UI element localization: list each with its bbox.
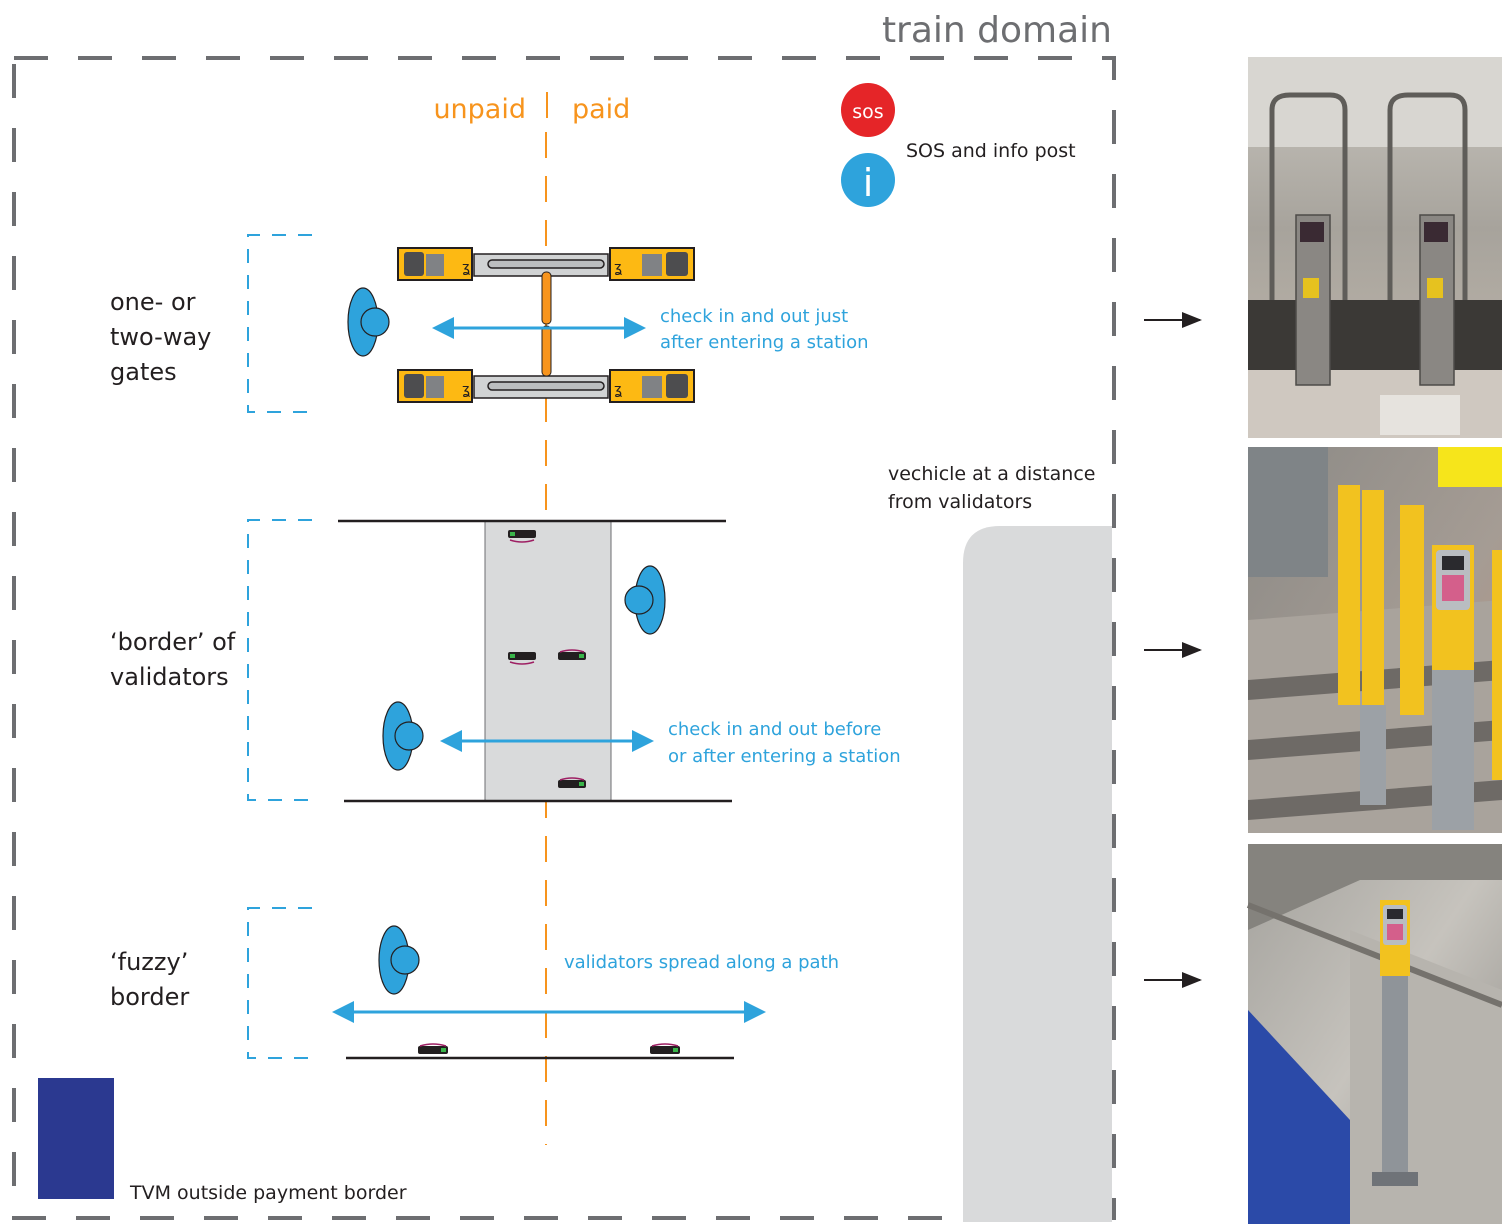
validator-icon-1	[508, 530, 536, 543]
validator-icon-4	[558, 777, 586, 788]
person-icon-fuzzy	[378, 925, 420, 995]
person-icon-paid-side	[624, 565, 666, 635]
sos-icon-text: SOS	[852, 101, 883, 123]
unpaid-label: unpaid	[433, 94, 526, 125]
gates-caption-line-2: after entering a station	[660, 332, 869, 353]
tvm-label: TVM outside payment border	[129, 1182, 407, 1204]
vehicle-label-line-2: from validators	[888, 491, 1032, 513]
person-icon-gates	[347, 287, 390, 357]
fuzzy-caption: validators spread along a path	[564, 952, 839, 973]
border-bracket	[247, 519, 312, 801]
sos-info-label: SOS and info post	[906, 140, 1076, 162]
domain-title: train domain	[882, 10, 1112, 51]
validator-icon-6	[650, 1043, 680, 1054]
vehicle-shape	[963, 526, 1112, 1222]
gates-caption-line-1: check in and out just	[660, 306, 848, 327]
svg-text:ʓ: ʓ	[614, 382, 622, 398]
sos-icon	[841, 83, 895, 137]
gate-unit-bottom: ʓ ʓ	[397, 369, 695, 403]
gates-double-arrow	[432, 317, 646, 339]
gates-label-line-3: gates	[110, 358, 177, 386]
paid-label: paid	[572, 94, 630, 125]
border-caption-line-2: or after entering a station	[668, 746, 901, 767]
svg-text:ʓ: ʓ	[462, 260, 470, 276]
fuzzy-double-arrow	[332, 1001, 766, 1023]
validator-icon-3	[558, 649, 586, 660]
border-caption-line-1: check in and out before	[668, 719, 881, 740]
gates-bracket	[247, 234, 312, 413]
vehicle-label-line-1: vechicle at a distance	[888, 463, 1095, 485]
svg-text:ʓ: ʓ	[614, 260, 622, 276]
person-icon-border	[382, 701, 424, 771]
gate-door-lower	[541, 325, 552, 377]
svg-text:ʓ: ʓ	[462, 382, 470, 398]
gates-label-line-1: one- or	[110, 288, 196, 316]
fuzzy-label-line-1: ‘fuzzy’	[110, 948, 188, 976]
fuzzy-label-line-2: border	[110, 983, 189, 1011]
photo-validator-row	[1248, 447, 1502, 833]
gate-door-upper	[541, 271, 552, 325]
gates-label-line-2: two-way	[110, 323, 211, 351]
info-icon-glyph: i	[863, 161, 874, 205]
train-domain-border	[12, 56, 1116, 1220]
photo-gates	[1248, 57, 1502, 438]
validator-zone	[484, 520, 612, 802]
border-double-arrow	[440, 730, 654, 752]
photo-single-validator	[1246, 844, 1502, 1224]
validator-icon-2	[508, 652, 536, 665]
tvm-block	[38, 1078, 114, 1199]
info-icon	[841, 153, 895, 207]
border-label-line-2: validators	[110, 663, 229, 691]
border-label-line-1: ‘border’ of	[110, 628, 236, 656]
validator-icon-5	[418, 1043, 448, 1054]
gate-unit-top: ʓ ʓ	[397, 247, 695, 281]
fuzzy-bracket	[247, 907, 312, 1059]
